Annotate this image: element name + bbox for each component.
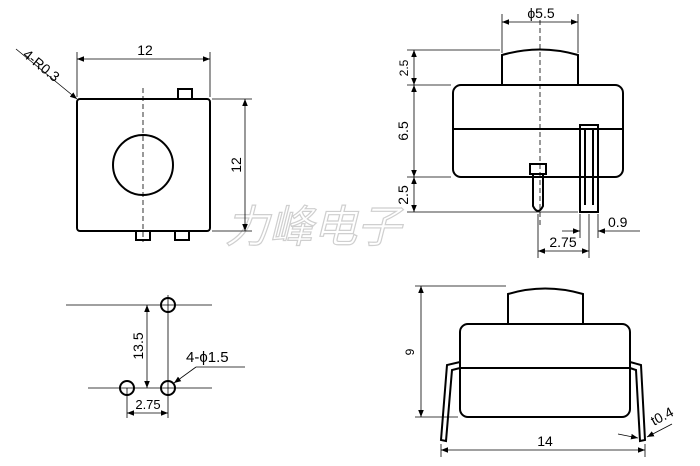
top-view-pin-tab [174, 230, 190, 241]
side-actuator [507, 287, 584, 324]
thickness-leader-left [617, 433, 639, 440]
footprint-hole [160, 380, 176, 396]
hole-label: 4-ϕ1.5 [186, 349, 229, 366]
front-pin-left [532, 174, 544, 212]
watermark: 力峰电子 [225, 202, 404, 253]
side-height-label: 9 [403, 348, 417, 355]
side-body [459, 323, 631, 418]
top-view-body [76, 98, 211, 232]
footprint-pitch-x-label: 2.75 [135, 397, 160, 412]
front-pin-right [579, 124, 599, 213]
radius-label: 4-R0.3 [20, 46, 63, 85]
lower-height-label: 2.5 [395, 185, 411, 205]
radius-leader [15, 48, 78, 100]
top-view-pin-tab [135, 230, 151, 241]
top-view-pin-tab [177, 88, 193, 100]
top-height-label: 12 [228, 157, 244, 173]
footprint-pitch-y-label: 13.5 [130, 332, 146, 359]
body-height-label: 6.5 [395, 121, 411, 141]
thickness-label: t0.4 [648, 403, 676, 428]
front-actuator [501, 48, 579, 85]
actuator-diameter-label: ϕ5.5 [527, 5, 555, 21]
thickness-leader-right [646, 423, 673, 438]
front-body [452, 84, 624, 178]
pcb-footprint: 13.5 2.75 4-ϕ1.5 [66, 295, 245, 418]
top-width-label: 12 [137, 42, 153, 58]
side-width-label: 14 [537, 433, 553, 449]
front-view: ϕ5.5 2.5 6.5 2.5 0.9 2.75 [395, 5, 640, 258]
footprint-hole [160, 297, 176, 313]
pin-pitch-label: 2.75 [549, 234, 576, 250]
side-leg-left [439, 361, 461, 443]
footprint-hole [119, 380, 135, 396]
hole-leader [173, 366, 197, 384]
top-view: 12 12 4-R0.3 [15, 42, 252, 242]
side-leg-right [629, 361, 647, 443]
actuator-height-label: 2.5 [397, 59, 411, 76]
pin-width-label: 0.9 [608, 214, 628, 230]
side-view: 9 14 t0.4 [403, 285, 676, 457]
